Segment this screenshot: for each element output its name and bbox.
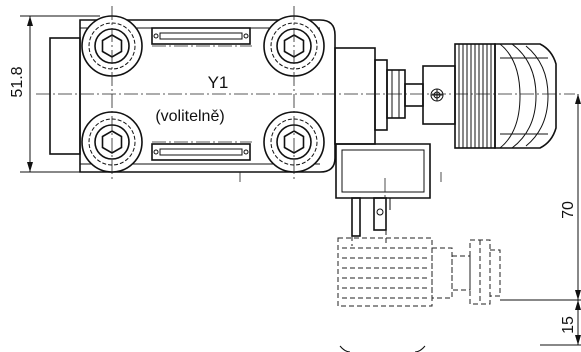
connector-socket-hidden: [337, 230, 501, 307]
dimension-70-label: 70: [560, 201, 577, 219]
valve-body: [49, 19, 336, 173]
coil-optional-note: (volitelně): [155, 108, 224, 125]
knurled-knob: [454, 43, 557, 149]
dimension-70-15: 70 15: [500, 94, 581, 346]
connector-plug: [335, 143, 431, 237]
solenoid-housing: [334, 47, 456, 145]
coil-label: Y1: [208, 73, 229, 92]
bottom-arc: [339, 345, 426, 352]
dimension-51-8: 51.8: [9, 15, 100, 173]
centerlines: [36, 6, 575, 200]
dimension-51-8-label: 51.8: [9, 66, 26, 97]
dimension-15-label: 15: [560, 316, 577, 334]
